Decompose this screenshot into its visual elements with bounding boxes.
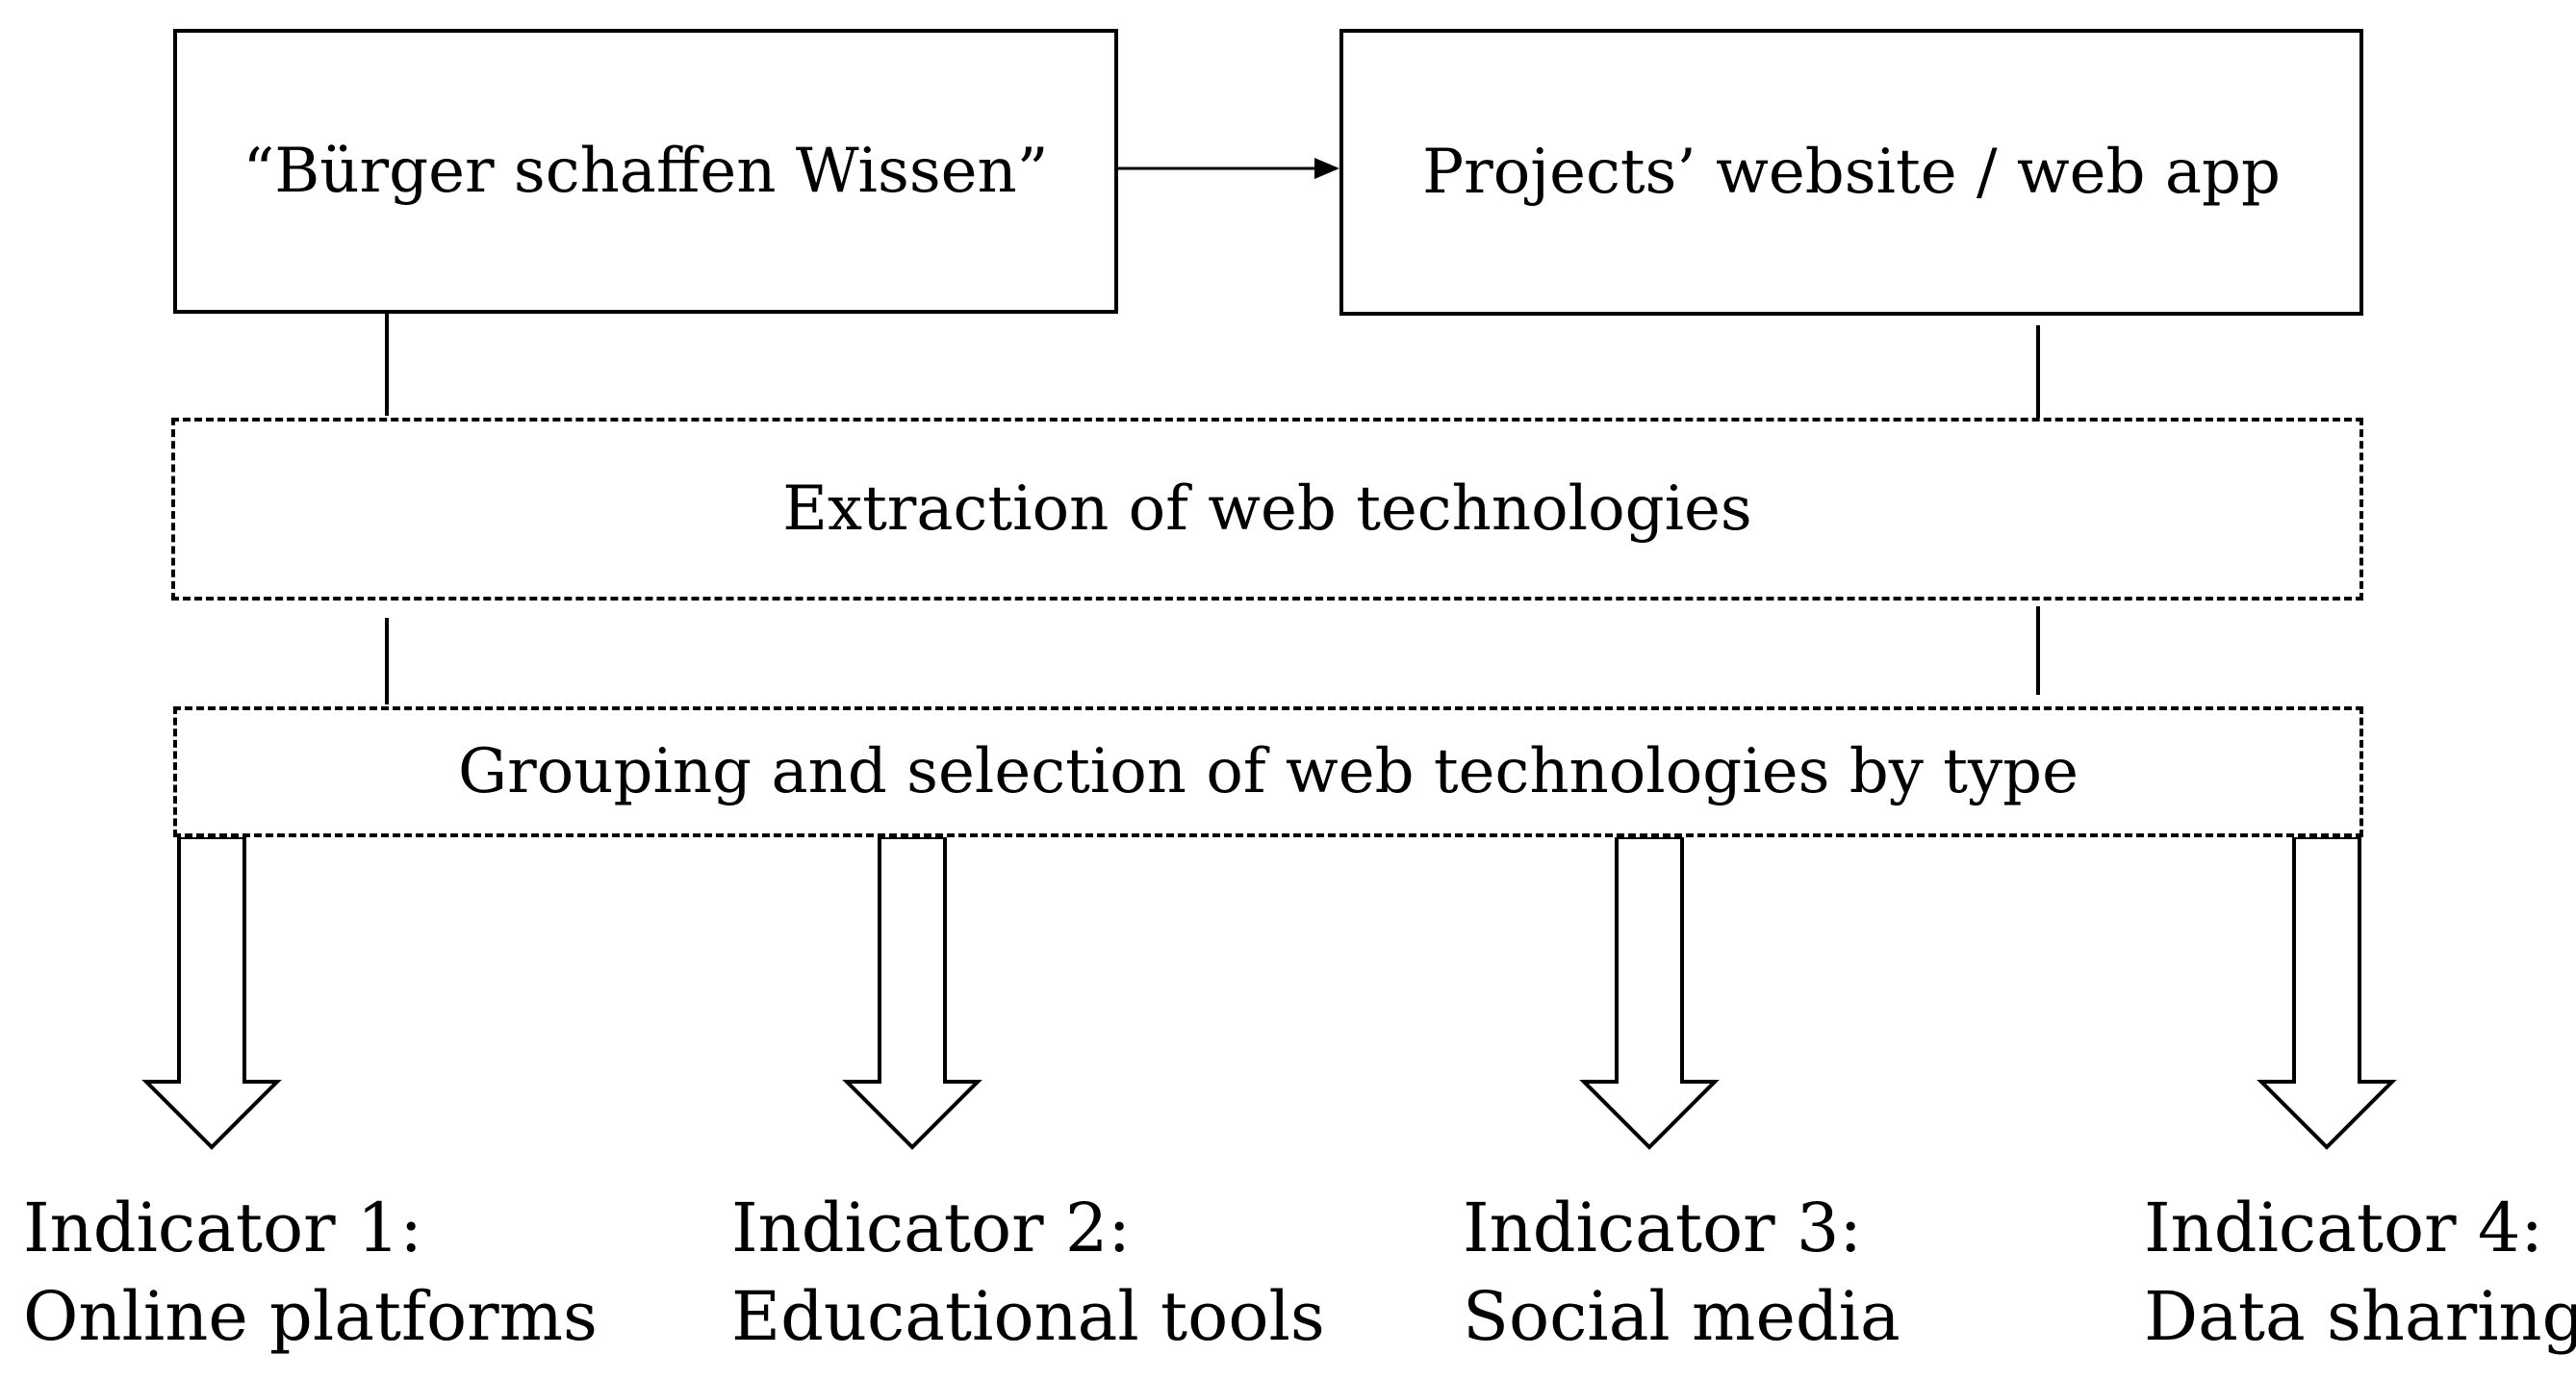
indicator-3-title: Indicator 3: [1463,1189,1862,1267]
grouping-box-label: Grouping and selection of web technologi… [458,736,2079,807]
source-to-website-arrow [1118,158,1339,179]
source-box: “Bürger schaffen Wissen” [173,29,1118,314]
source-box-label: “Bürger schaffen Wissen” [242,136,1049,207]
indicator-2: Indicator 2: Educational tools [731,1184,1325,1361]
indicator-2-label: Educational tools [731,1277,1325,1356]
website-box: Projects’ website / web app [1339,29,2363,316]
indicator-4-arrow [2257,835,2397,1150]
indicator-2-arrow [842,835,982,1150]
indicator-1: Indicator 1: Online platforms [23,1184,598,1361]
indicator-3-label: Social media [1463,1277,1900,1356]
indicator-1-title: Indicator 1: [23,1189,422,1267]
indicator-1-arrow [141,835,282,1150]
indicator-4-label: Data sharing [2144,1277,2576,1356]
indicator-3-arrow [1579,835,1720,1150]
indicator-3: Indicator 3: Social media [1463,1184,1900,1361]
indicator-1-label: Online platforms [23,1277,598,1356]
extraction-box-label: Extraction of web technologies [782,473,1752,545]
indicator-4-title: Indicator 4: [2144,1189,2543,1267]
extraction-box: Extraction of web technologies [171,418,2363,601]
website-box-label: Projects’ website / web app [1422,137,2281,208]
indicator-4: Indicator 4: Data sharing [2144,1184,2576,1361]
indicator-2-title: Indicator 2: [731,1189,1131,1267]
grouping-box: Grouping and selection of web technologi… [173,706,2363,837]
